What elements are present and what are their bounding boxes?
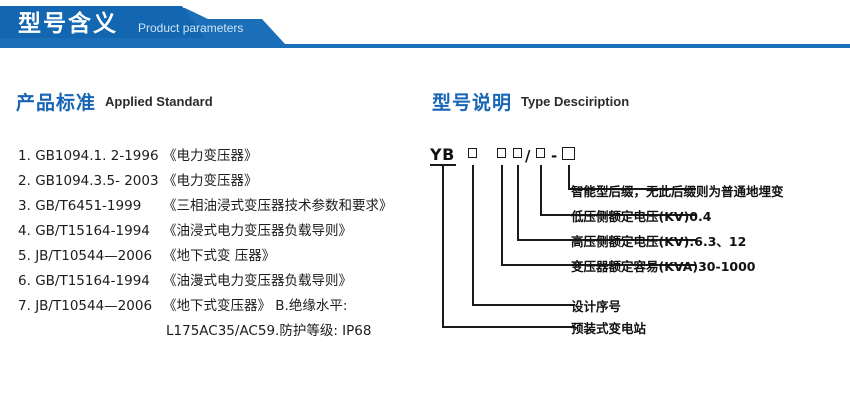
list-item: 3. GB/T6451-1999 《三相油浸式变压器技术参数和要求》 [18,194,438,219]
page-header-banner: 型号含义 Product parameters [0,0,850,48]
model-code-slot-capacity [497,148,506,158]
callout-label-station: 预装式变电站 [571,321,647,336]
section-heading-applied-standard: 产品标准 Applied Standard [16,88,213,115]
callout-label-suffix: 智能型后缀，无此后缀则为普通地埋变 [571,184,784,199]
section-heading-left-cn: 产品标准 [16,92,97,114]
model-code-slot-design [468,148,477,158]
standard-name: 《三相油浸式变压器技术参数和要求》 [163,198,393,214]
callout-label-hv: 高压侧额定电压(KV):6.3、12 [571,234,747,249]
standard-code: 6. GB/T15164-1994 [18,273,150,289]
leader-hline-capacity [501,264,696,266]
standard-name: 《电力变压器》 [163,148,258,164]
standard-name: 《地下式变压器》 B.绝缘水平: [163,298,348,314]
standard-code: 7. JB/T10544—2006 [18,298,153,314]
list-item: 1. GB1094.1. 2-1996 《电力变压器》 [18,144,438,169]
leader-vline-suffix [568,165,570,189]
leader-vline-hv [517,165,519,240]
section-heading-type-description: 型号说明 Type Desciription [432,88,629,115]
model-code-prefix-underline [430,164,456,166]
standard-code: 5. JB/T10544—2006 [18,248,153,264]
standard-continuation-line: L175AC35/AC59.防护等级: IP68 [166,323,372,339]
leader-hline-lv [540,214,696,216]
leader-vline-lv [540,165,542,215]
leader-hline-hv [517,239,696,241]
banner-title: 型号含义 [18,11,118,37]
standard-name: 《油浸式电力变压器负载导则》 [163,223,352,239]
section-heading-right-en: Type Desciription [521,94,630,109]
banner-underline [0,44,850,48]
banner-subtitle: Product parameters [138,21,244,35]
callout-label-lv: 低压侧额定电压(KV)0.4 [571,209,712,224]
model-code-slash: / [525,147,531,165]
model-code-prefix: YB [430,145,455,164]
standard-name: 《油漫式电力变压器负载导则》 [163,273,352,289]
list-item: 2. GB1094.3.5- 2003 《电力变压器》 [18,169,438,194]
leader-vline-design [472,165,474,305]
model-code-slot-capacity2 [513,148,522,158]
model-code-diagram: YB / - 智能型后缀，无此后缀则为普通地 [425,145,850,350]
standard-code: 4. GB/T15164-1994 [18,223,150,239]
section-heading-left-en: Applied Standard [105,94,213,109]
list-item: 6. GB/T15164-1994 《油漫式电力变压器负载导则》 [18,269,438,294]
leader-hline-station [442,326,575,328]
standard-code: 2. GB1094.3.5- 2003 [18,173,159,189]
list-item: 4. GB/T15164-1994 《油浸式电力变压器负载导则》 [18,219,438,244]
standards-list: 1. GB1094.1. 2-1996 《电力变压器》 2. GB1094.3.… [18,144,438,344]
banner-shape-dark [0,6,205,38]
model-code-dash: - [551,147,558,165]
list-item: 7. JB/T10544—2006 《地下式变压器》 B.绝缘水平: [18,294,438,319]
standard-name: 《电力变压器》 [163,173,258,189]
model-code-slot-hv [536,148,545,158]
standard-code: 3. GB/T6451-1999 [18,198,142,214]
model-code-slot-suffix [562,147,575,160]
leader-vline-station [442,165,444,327]
leader-hline-design [472,304,575,306]
leader-vline-capacity [501,165,503,265]
callout-label-design: 设计序号 [571,299,622,314]
callout-label-capacity: 变压器额定容易(KVA)30-1000 [571,259,756,274]
leader-hline-suffix [568,188,696,190]
standard-name: 《地下式变 压器》 [163,248,276,264]
standard-code: 1. GB1094.1. 2-1996 [18,148,159,164]
section-heading-right-cn: 型号说明 [432,92,513,114]
list-item: 5. JB/T10544—2006 《地下式变 压器》 [18,244,438,269]
